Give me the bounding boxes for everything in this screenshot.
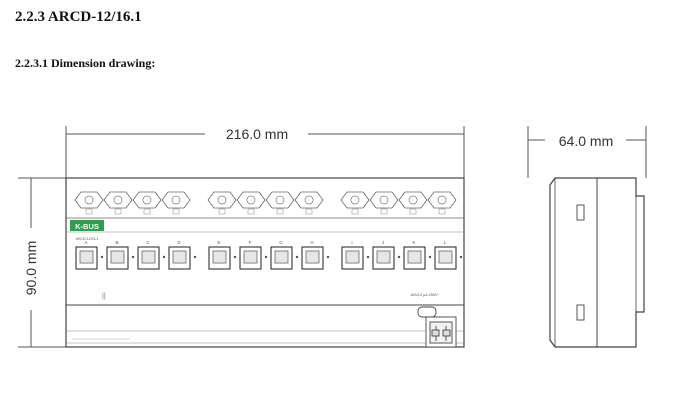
terminal-screw [398,191,428,215]
terminal-screw [427,191,457,215]
terminal-screw [265,191,295,215]
terminal-screw [294,191,324,215]
channel-letter: A [84,240,87,245]
section-heading: 2.2.3 ARCD-12/16.1 [15,9,142,25]
channel-letter: B [115,240,118,245]
led-mark: || [102,293,106,300]
relay-button: F [239,240,268,270]
channel-letter: H [310,240,313,245]
terminal-group [340,191,457,215]
width-dimension [65,126,465,178]
relay-button: H [301,240,330,270]
model-small-label: ARCD-12/16.1 [76,237,99,241]
relay-button: I [341,240,370,270]
relay-button: D [168,240,197,270]
terminal-group [207,191,324,215]
bus-connector [417,306,457,348]
channel-letter: L [444,240,447,245]
depth-label: 64.0 mm [559,133,613,149]
relay-button: A [75,240,104,270]
height-dimension [18,177,66,348]
channel-letter: G [279,240,283,245]
relay-button: C [137,240,166,270]
terminal-group [74,191,191,215]
subsection-heading: 2.2.3.1 Dimension drawing: [15,56,156,70]
relay-button: K [403,240,432,270]
height-label: 90.0 mm [23,241,39,295]
channel-letter: J [382,240,384,245]
channel-letter: D [177,240,181,245]
channel-letter: K [412,240,415,245]
channel-letter: F [249,240,252,245]
side-view [549,177,645,348]
front-view: K-BUS ARCD-12/16.1 A B C D E F G H I J K L || 16A/1… [65,177,465,348]
channel-letter: E [217,240,220,245]
terminal-screw [161,191,191,215]
terminal-blocks [74,191,457,215]
brand-badge [70,220,104,231]
rating-label: 16A/10 μA 250V~ [410,293,441,297]
relay-button: L [434,240,463,270]
terminal-screw [74,191,104,215]
terminal-screw [207,191,237,215]
relay-button: E [208,240,237,270]
channel-letter: I [351,240,352,245]
relay-buttons: A B C D E F G H I J K L [75,240,463,270]
channel-letter: C [146,240,150,245]
terminal-screw [103,191,133,215]
width-label: 216.0 mm [226,126,288,142]
terminal-screw [236,191,266,215]
terminal-screw [340,191,370,215]
relay-button: G [270,240,299,270]
brand-label: K-BUS [75,222,99,231]
terminal-screw [369,191,399,215]
terminal-screw [132,191,162,215]
relay-button: B [106,240,135,270]
relay-button: J [372,240,401,270]
depth-dimension [527,126,647,178]
